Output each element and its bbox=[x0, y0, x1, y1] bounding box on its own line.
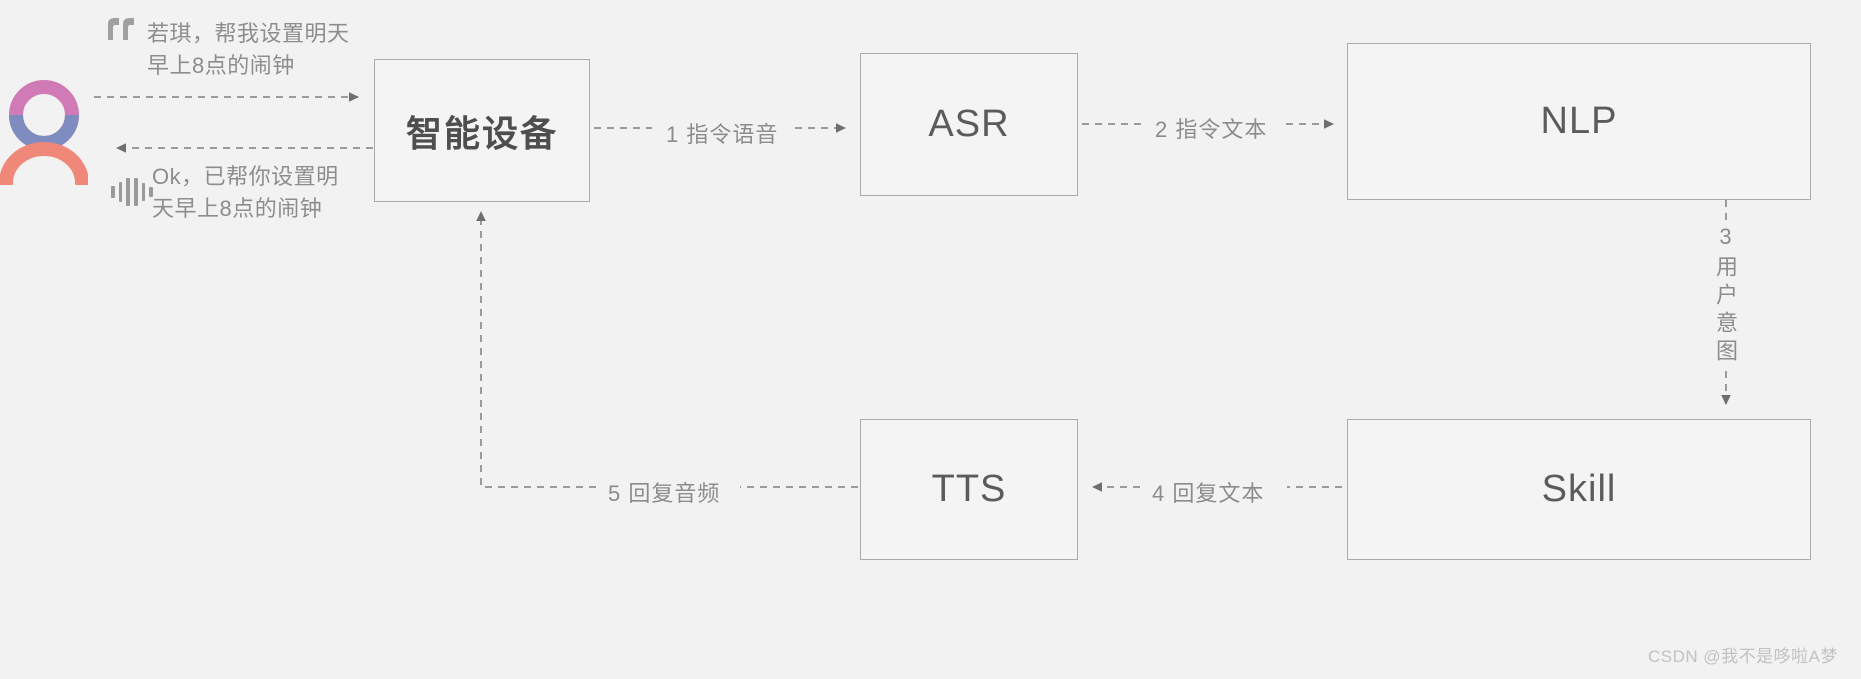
node-skill[interactable]: Skill bbox=[1347, 419, 1811, 560]
node-tts[interactable]: TTS bbox=[860, 419, 1078, 560]
node-smart-device[interactable]: 智能设备 bbox=[374, 59, 590, 202]
node-nlp[interactable]: NLP bbox=[1347, 43, 1811, 200]
node-asr-label: ASR bbox=[928, 103, 1010, 145]
node-tts-label: TTS bbox=[931, 468, 1007, 510]
node-skill-label: Skill bbox=[1541, 468, 1617, 510]
node-asr[interactable]: ASR bbox=[860, 53, 1078, 196]
bubble-request-line2: 早上8点的闹钟 bbox=[147, 52, 295, 78]
bubble-response: Ok，已帮你设置明 天早上8点的闹钟 bbox=[152, 161, 362, 225]
user-avatar bbox=[0, 75, 89, 190]
watermark: CSDN @我不是哆啦A梦 bbox=[1648, 647, 1838, 666]
bubble-request-line1: 若琪，帮我设置明天 bbox=[147, 21, 350, 46]
edge-tts-to-device-b bbox=[476, 211, 596, 488]
bubble-response-line2: 天早上8点的闹钟 bbox=[152, 195, 323, 221]
edge-label-step2: 2 指令文本 bbox=[1155, 117, 1268, 142]
edge-label-step3: 3用户意图 bbox=[1713, 224, 1738, 367]
edge-label-step5: 5 回复音频 bbox=[608, 481, 721, 506]
edge-label-step1: 1 指令语音 bbox=[666, 122, 779, 147]
bubble-response-line1: Ok，已帮你设置明 bbox=[152, 164, 339, 189]
node-smart-device-label: 智能设备 bbox=[405, 112, 558, 154]
waveform-icon bbox=[111, 177, 154, 207]
node-nlp-label: NLP bbox=[1540, 100, 1618, 142]
bubble-request: 若琪，帮我设置明天 早上8点的闹钟 bbox=[147, 18, 357, 82]
edge-label-step4: 4 回复文本 bbox=[1152, 481, 1265, 506]
quote-icon bbox=[106, 16, 136, 42]
